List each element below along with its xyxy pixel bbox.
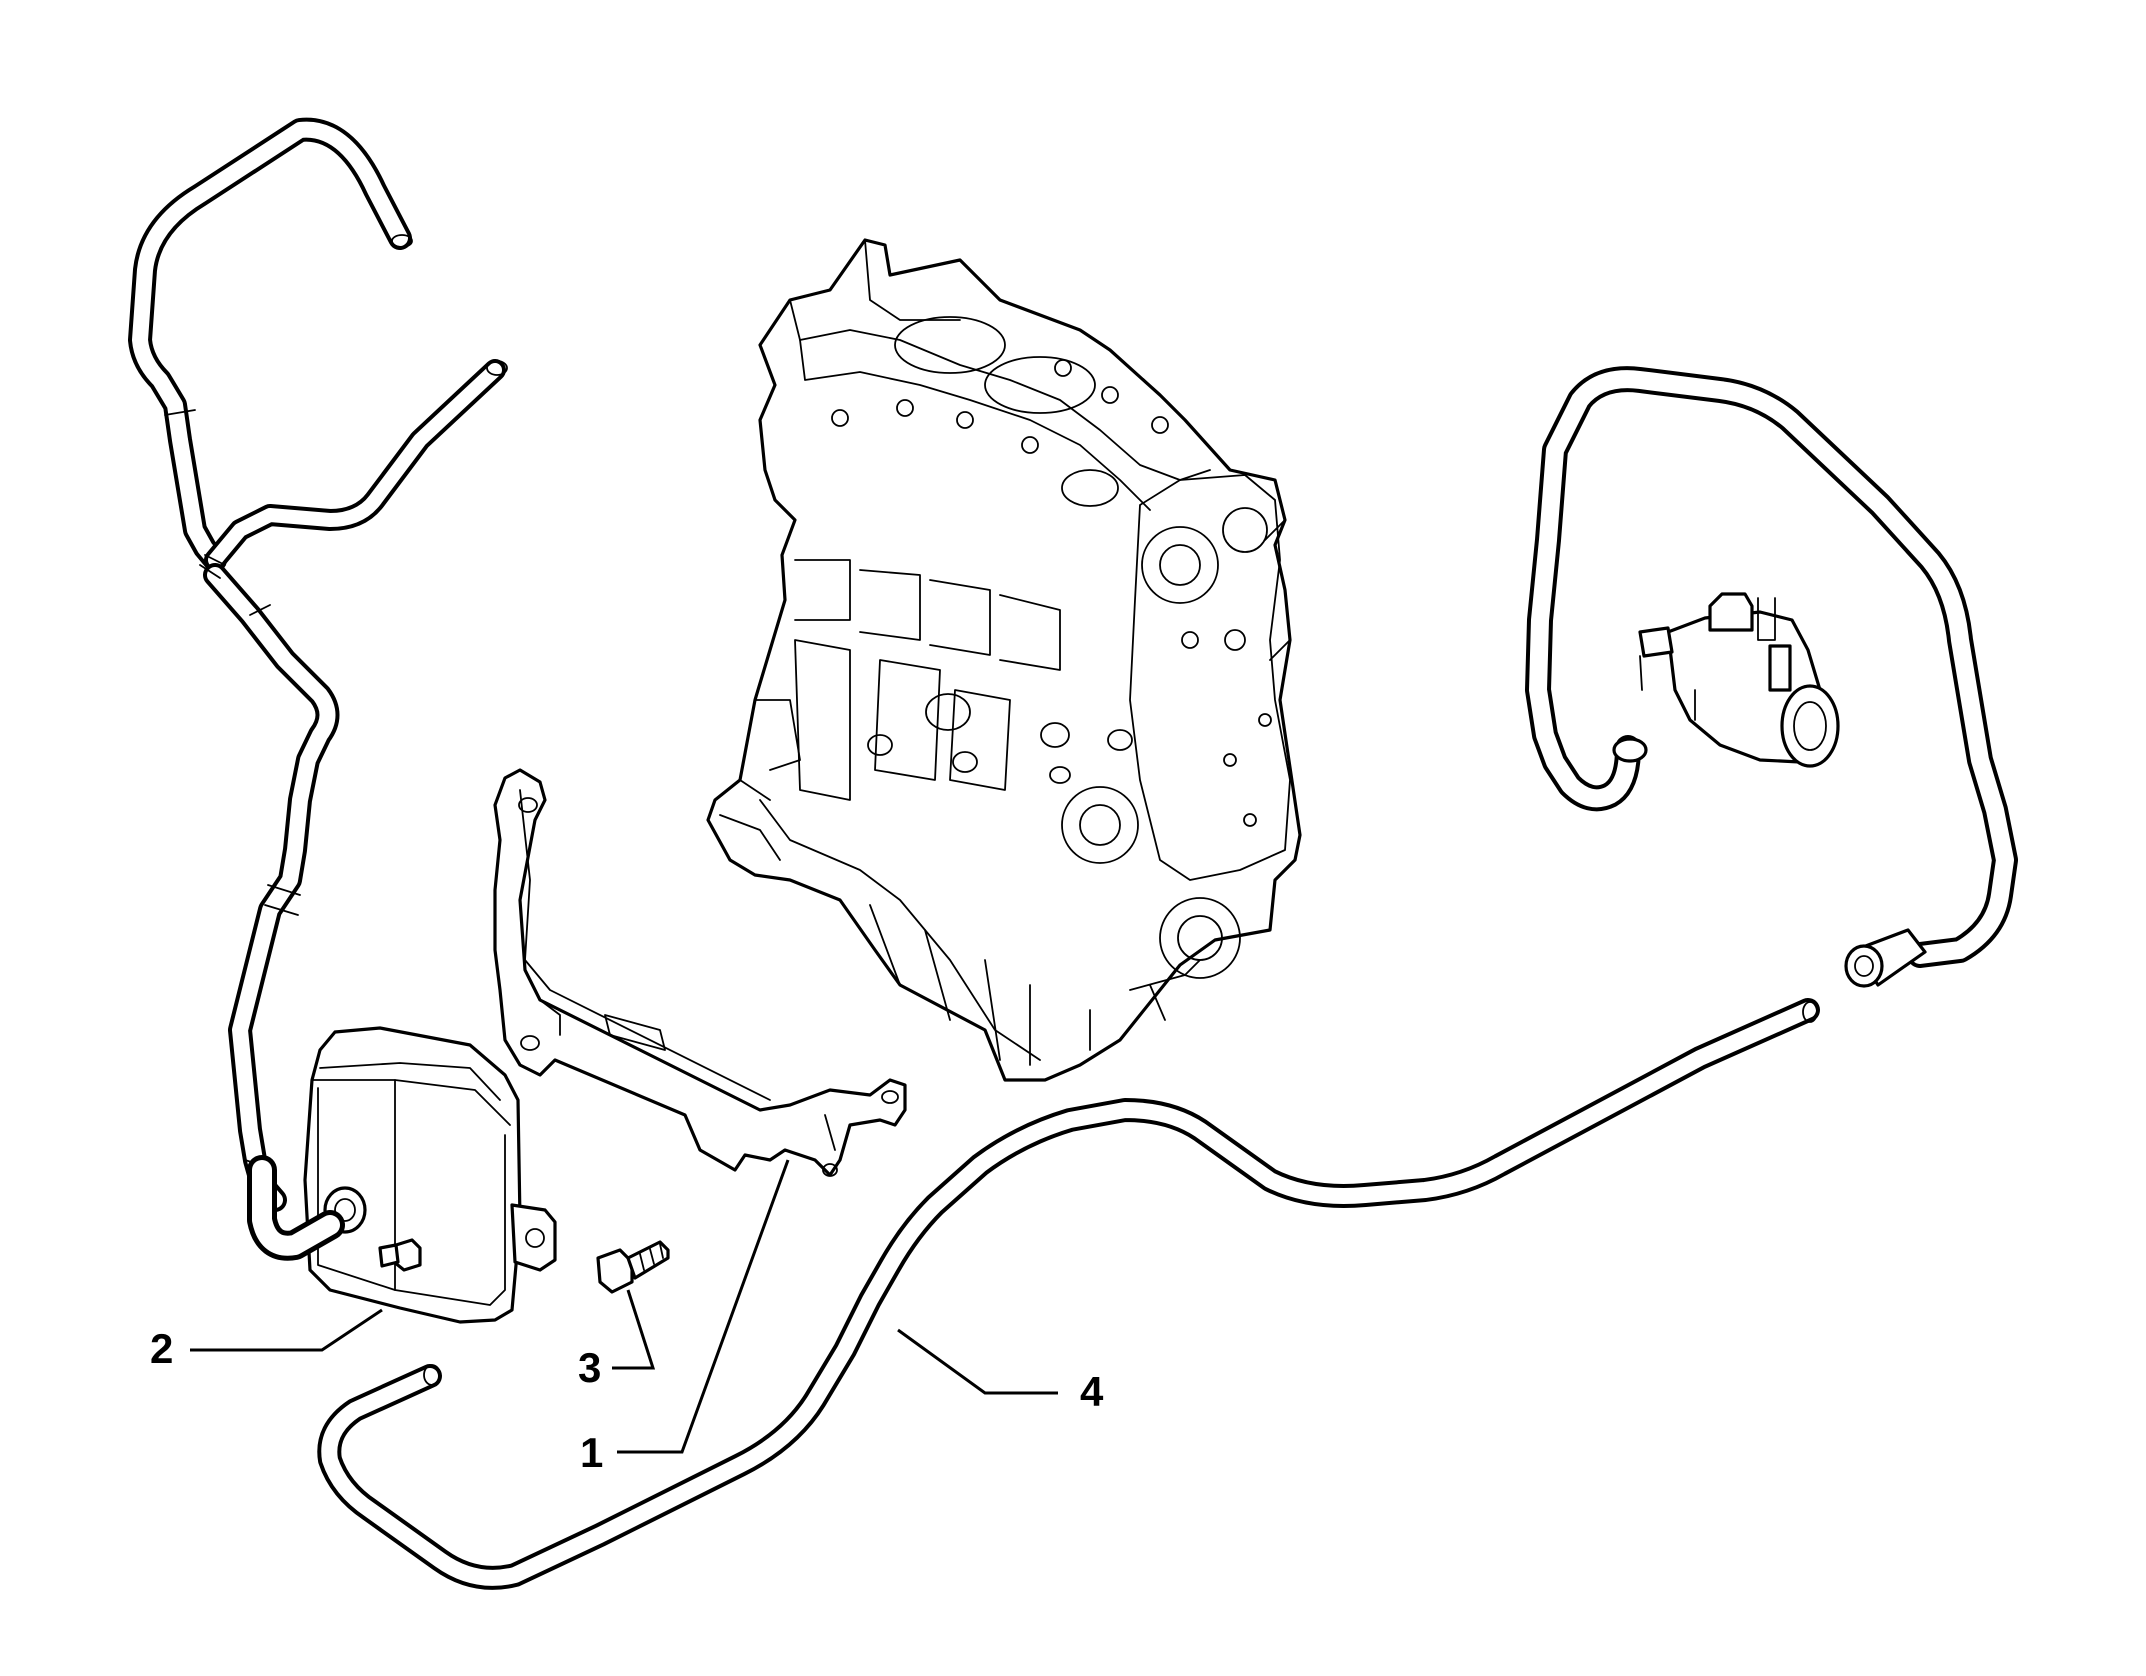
vacuum-solenoid-valve (1638, 592, 1840, 768)
callout-2: 2 (150, 1325, 173, 1372)
leader-line-3 (612, 1289, 656, 1370)
callout-1: 1 (580, 1429, 603, 1476)
engine-block (706, 238, 1302, 1082)
hose-right-loop (1525, 366, 2018, 988)
leader-line-1 (617, 1159, 790, 1454)
hose-y-branch (204, 359, 508, 571)
bolt-part-3 (596, 1240, 670, 1294)
leader-line-2 (190, 1308, 383, 1352)
callout-3: 3 (578, 1344, 601, 1391)
callout-4: 4 (1080, 1368, 1104, 1415)
bracket-part-1 (493, 768, 907, 1177)
hose-part-4 (317, 998, 1820, 1590)
hose-canister-connector (247, 1155, 345, 1261)
vacuum-canister-part-2 (303, 1026, 557, 1324)
hose-top-left (128, 117, 413, 572)
leader-line-4 (897, 1328, 1058, 1395)
